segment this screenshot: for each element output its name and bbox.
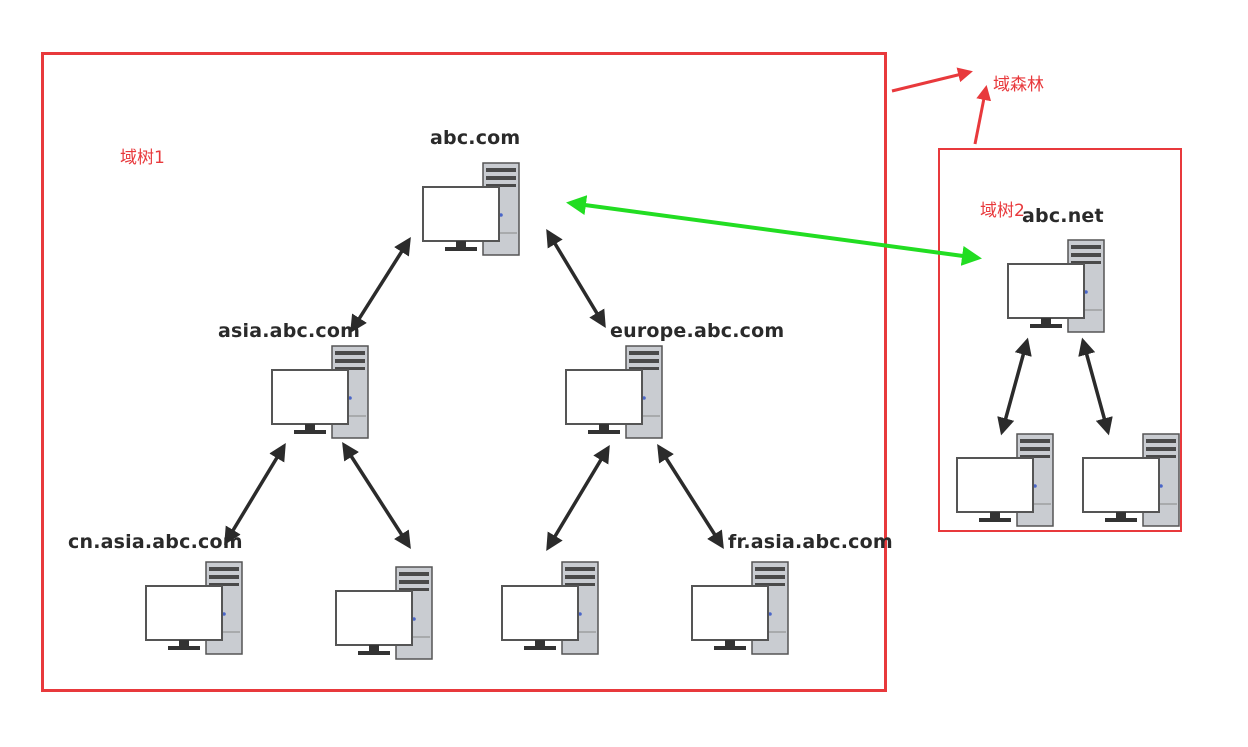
arrow-europe-child bbox=[546, 444, 610, 552]
domain-tree-2-boundary bbox=[938, 148, 1182, 532]
computer-abc-net-child-left-icon bbox=[956, 433, 1054, 527]
computer-abc-net-icon bbox=[1007, 239, 1105, 333]
domain-tree-2-label: 域树2 bbox=[980, 201, 1025, 221]
computer-cn-asia-abc-com-icon bbox=[145, 561, 243, 655]
domain-forest-label: 域森林 bbox=[993, 75, 1044, 95]
computer-abc-com-icon bbox=[422, 162, 520, 256]
forest-pointer-arrow-1 bbox=[891, 67, 973, 93]
computer-abc-net-child-right-icon bbox=[1082, 433, 1180, 527]
node-label-abc-com: abc.com bbox=[430, 127, 521, 149]
node-label-abc-net: abc.net bbox=[1022, 205, 1104, 227]
computer-fr-asia-abc-com-icon bbox=[691, 561, 789, 655]
arrow-asia-cn bbox=[224, 443, 286, 545]
node-label-cn-asia-abc-com: cn.asia.abc.com bbox=[68, 531, 243, 553]
trust-link-arrow bbox=[566, 195, 982, 266]
domain-tree-1-boundary bbox=[41, 52, 887, 692]
computer-europe-abc-com-icon bbox=[565, 345, 663, 439]
computer-asia-child-icon bbox=[335, 566, 433, 660]
arrow-net-right bbox=[1078, 337, 1113, 436]
arrow-abc-europe bbox=[546, 229, 606, 328]
arrow-europe-fr bbox=[657, 444, 724, 549]
arrow-abc-asia bbox=[350, 237, 411, 333]
domain-tree-1-label: 域树1 bbox=[120, 148, 165, 168]
computer-europe-child-icon bbox=[501, 561, 599, 655]
arrow-net-left bbox=[997, 337, 1032, 436]
node-label-europe-abc-com: europe.abc.com bbox=[610, 320, 785, 342]
arrow-asia-child bbox=[342, 442, 411, 549]
computer-asia-abc-com-icon bbox=[271, 345, 369, 439]
node-label-asia-abc-com: asia.abc.com bbox=[218, 320, 361, 342]
node-label-fr-asia-abc-com: fr.asia.abc.com bbox=[728, 531, 893, 553]
forest-pointer-arrow-2 bbox=[973, 85, 992, 145]
